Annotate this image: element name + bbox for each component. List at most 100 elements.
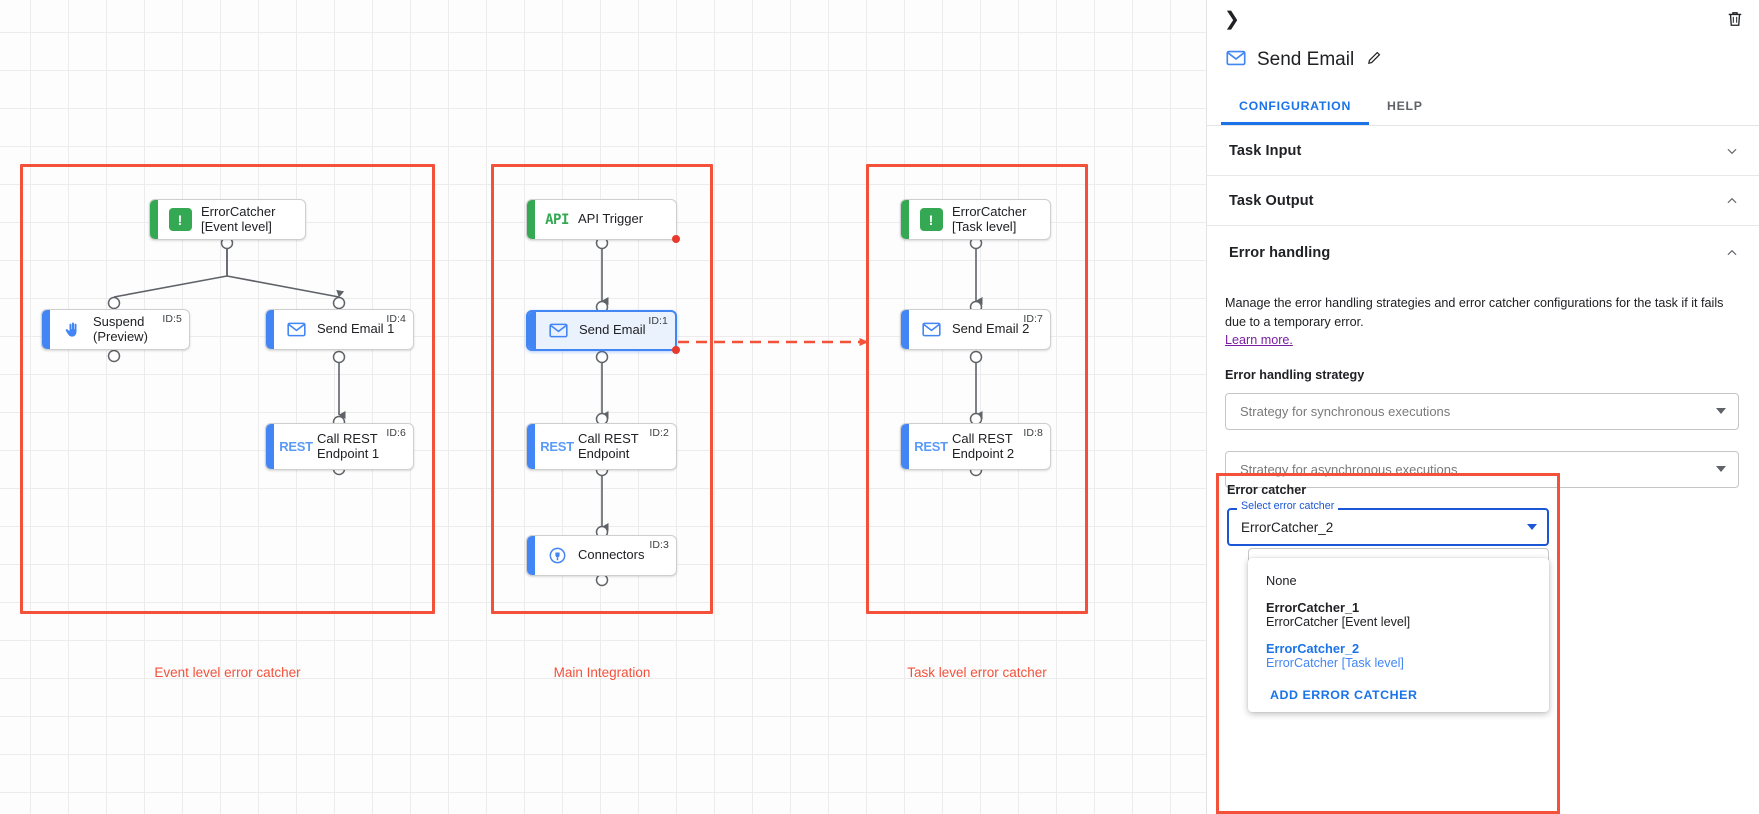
group-box-task-level [866,164,1088,614]
select-error-catcher-field[interactable]: ErrorCatcher_2 [1227,508,1549,546]
section-error-handling[interactable]: Error handling [1207,226,1759,280]
caption-task-level: Task level error catcher [907,665,1047,680]
dropdown-option-errorcatcher-2[interactable]: ErrorCatcher_2 ErrorCatcher [Task level] [1248,635,1549,676]
chevron-right-icon[interactable]: ❯ [1224,8,1240,30]
caption-main-integration: Main Integration [553,665,651,680]
node-accent [150,200,158,239]
integration-canvas[interactable]: ! ErrorCatcher [Event level] Suspend (Pr… [0,0,1206,814]
chevron-up-icon [1725,246,1739,260]
learn-more-link[interactable]: Learn more. [1225,333,1293,347]
sync-strategy-value: Strategy for synchronous executions [1240,403,1451,419]
select-error-catcher-wrap: ErrorCatcher_2 Select error catcher [1227,500,1549,546]
node-send-email[interactable]: Send Email ID:1 [526,310,680,354]
node-accent [528,312,536,349]
chevron-down-icon [1716,408,1726,414]
node-api-trigger[interactable]: API API Trigger [526,199,680,243]
rest-glyph: REST [914,439,948,454]
chevron-up-icon [1725,194,1739,208]
sync-strategy-select[interactable]: Strategy for synchronous executions [1225,392,1739,430]
node-accent [901,424,909,469]
chevron-down-icon [1725,144,1739,158]
node-id: ID:5 [162,313,182,325]
node-accent [527,200,535,239]
node-label: Call REST Endpoint [578,431,639,461]
error-catcher-label: Error catcher [1227,483,1307,497]
section-task-input-label: Task Input [1229,142,1302,159]
envelope-icon [541,320,575,341]
rest-glyph: REST [540,439,574,454]
panel-title-row: Send Email [1207,40,1759,78]
node-accent [266,424,274,469]
section-error-handling-label: Error handling [1229,245,1331,261]
node-label: ErrorCatcher [Event level] [201,204,276,234]
node-id: ID:6 [386,427,406,439]
node-send-email-2[interactable]: Send Email 2 ID:7 [900,309,1051,350]
error-handling-strategy-label: Error handling strategy [1225,367,1365,382]
node-id: ID:2 [649,427,669,439]
node-id: ID:4 [386,313,406,325]
async-strategy-select[interactable]: Strategy for asynchronous executions [1225,450,1739,488]
node-call-rest-endpoint-2[interactable]: REST Call REST Endpoint 2 ID:8 [900,423,1051,470]
dropdown-option-errorcatcher-1[interactable]: ErrorCatcher_1 ErrorCatcher [Event level… [1248,594,1549,635]
tab-configuration[interactable]: CONFIGURATION [1221,92,1370,125]
node-accent [266,310,274,349]
add-error-catcher-button[interactable]: ADD ERROR CATCHER [1270,688,1418,702]
dropdown-option-primary: ErrorCatcher_1 [1266,600,1360,615]
tab-help[interactable]: HELP [1387,99,1423,113]
node-accent [42,310,50,349]
error-catcher-icon: ! [163,208,197,231]
select-error-catcher-value: ErrorCatcher_2 [1241,519,1334,535]
panel-tabs: CONFIGURATION HELP [1207,92,1759,126]
node-label: Call REST Endpoint 2 [952,431,1015,461]
node-call-rest-endpoint-1[interactable]: REST Call REST Endpoint 1 ID:6 [265,423,414,470]
error-catcher-icon: ! [914,208,948,231]
node-accent [901,200,909,239]
error-catcher-dropdown-menu[interactable]: None ErrorCatcher_1 ErrorCatcher [Event … [1248,558,1549,712]
chevron-down-icon [1527,524,1537,530]
pencil-icon[interactable] [1366,49,1383,71]
envelope-icon [914,319,948,340]
node-id: ID:1 [648,315,668,327]
section-task-output-label: Task Output [1229,192,1314,209]
node-call-rest-endpoint[interactable]: REST Call REST Endpoint ID:2 [526,423,677,470]
group-box-event-level [20,164,435,614]
node-id: ID:7 [1023,313,1043,325]
connectors-icon [540,545,574,566]
page-title: Send Email [1257,49,1355,70]
node-error-catcher-task-level[interactable]: ! ErrorCatcher [Task level] [900,199,1051,240]
async-strategy-value: Strategy for asynchronous executions [1240,461,1458,477]
node-label: Send Email 1 [317,321,395,337]
dropdown-option-none[interactable]: None [1248,567,1549,594]
section-task-input[interactable]: Task Input [1207,126,1759,176]
node-accent [527,536,535,575]
caption-event-level: Event level error catcher [154,665,301,680]
api-glyph: API [545,211,569,228]
group-box-main-integration [491,164,713,614]
node-accent [527,424,535,469]
trash-icon[interactable] [1725,9,1745,29]
error-catcher-glyph: ! [168,208,192,231]
error-handling-description-text: Manage the error handling strategies and… [1225,296,1724,329]
section-task-output[interactable]: Task Output [1207,176,1759,226]
node-label: Connectors [578,547,645,563]
envelope-icon [279,319,313,340]
node-id: ID:8 [1023,427,1043,439]
node-suspend[interactable]: Suspend (Preview) ID:5 [41,309,190,350]
select-error-catcher-legend: Select error catcher [1237,500,1339,512]
error-catcher-glyph: ! [919,208,943,231]
error-indicator-dot [672,346,680,354]
node-error-catcher-event-level[interactable]: ! ErrorCatcher [Event level] [149,199,306,240]
dropdown-option-primary: ErrorCatcher_2 [1266,641,1360,656]
chevron-down-icon [1716,466,1726,472]
node-label: ErrorCatcher [Task level] [952,204,1027,234]
envelope-icon [1225,47,1247,74]
node-send-email-1[interactable]: Send Email 1 ID:4 [265,309,414,350]
node-label: Call REST Endpoint 1 [317,431,380,461]
node-label: Suspend (Preview) [93,314,148,344]
node-label: API Trigger [578,211,644,227]
node-connectors[interactable]: Connectors ID:3 [526,535,677,576]
hand-icon [55,320,89,340]
api-icon: API [540,212,574,228]
node-id: ID:3 [649,539,669,551]
